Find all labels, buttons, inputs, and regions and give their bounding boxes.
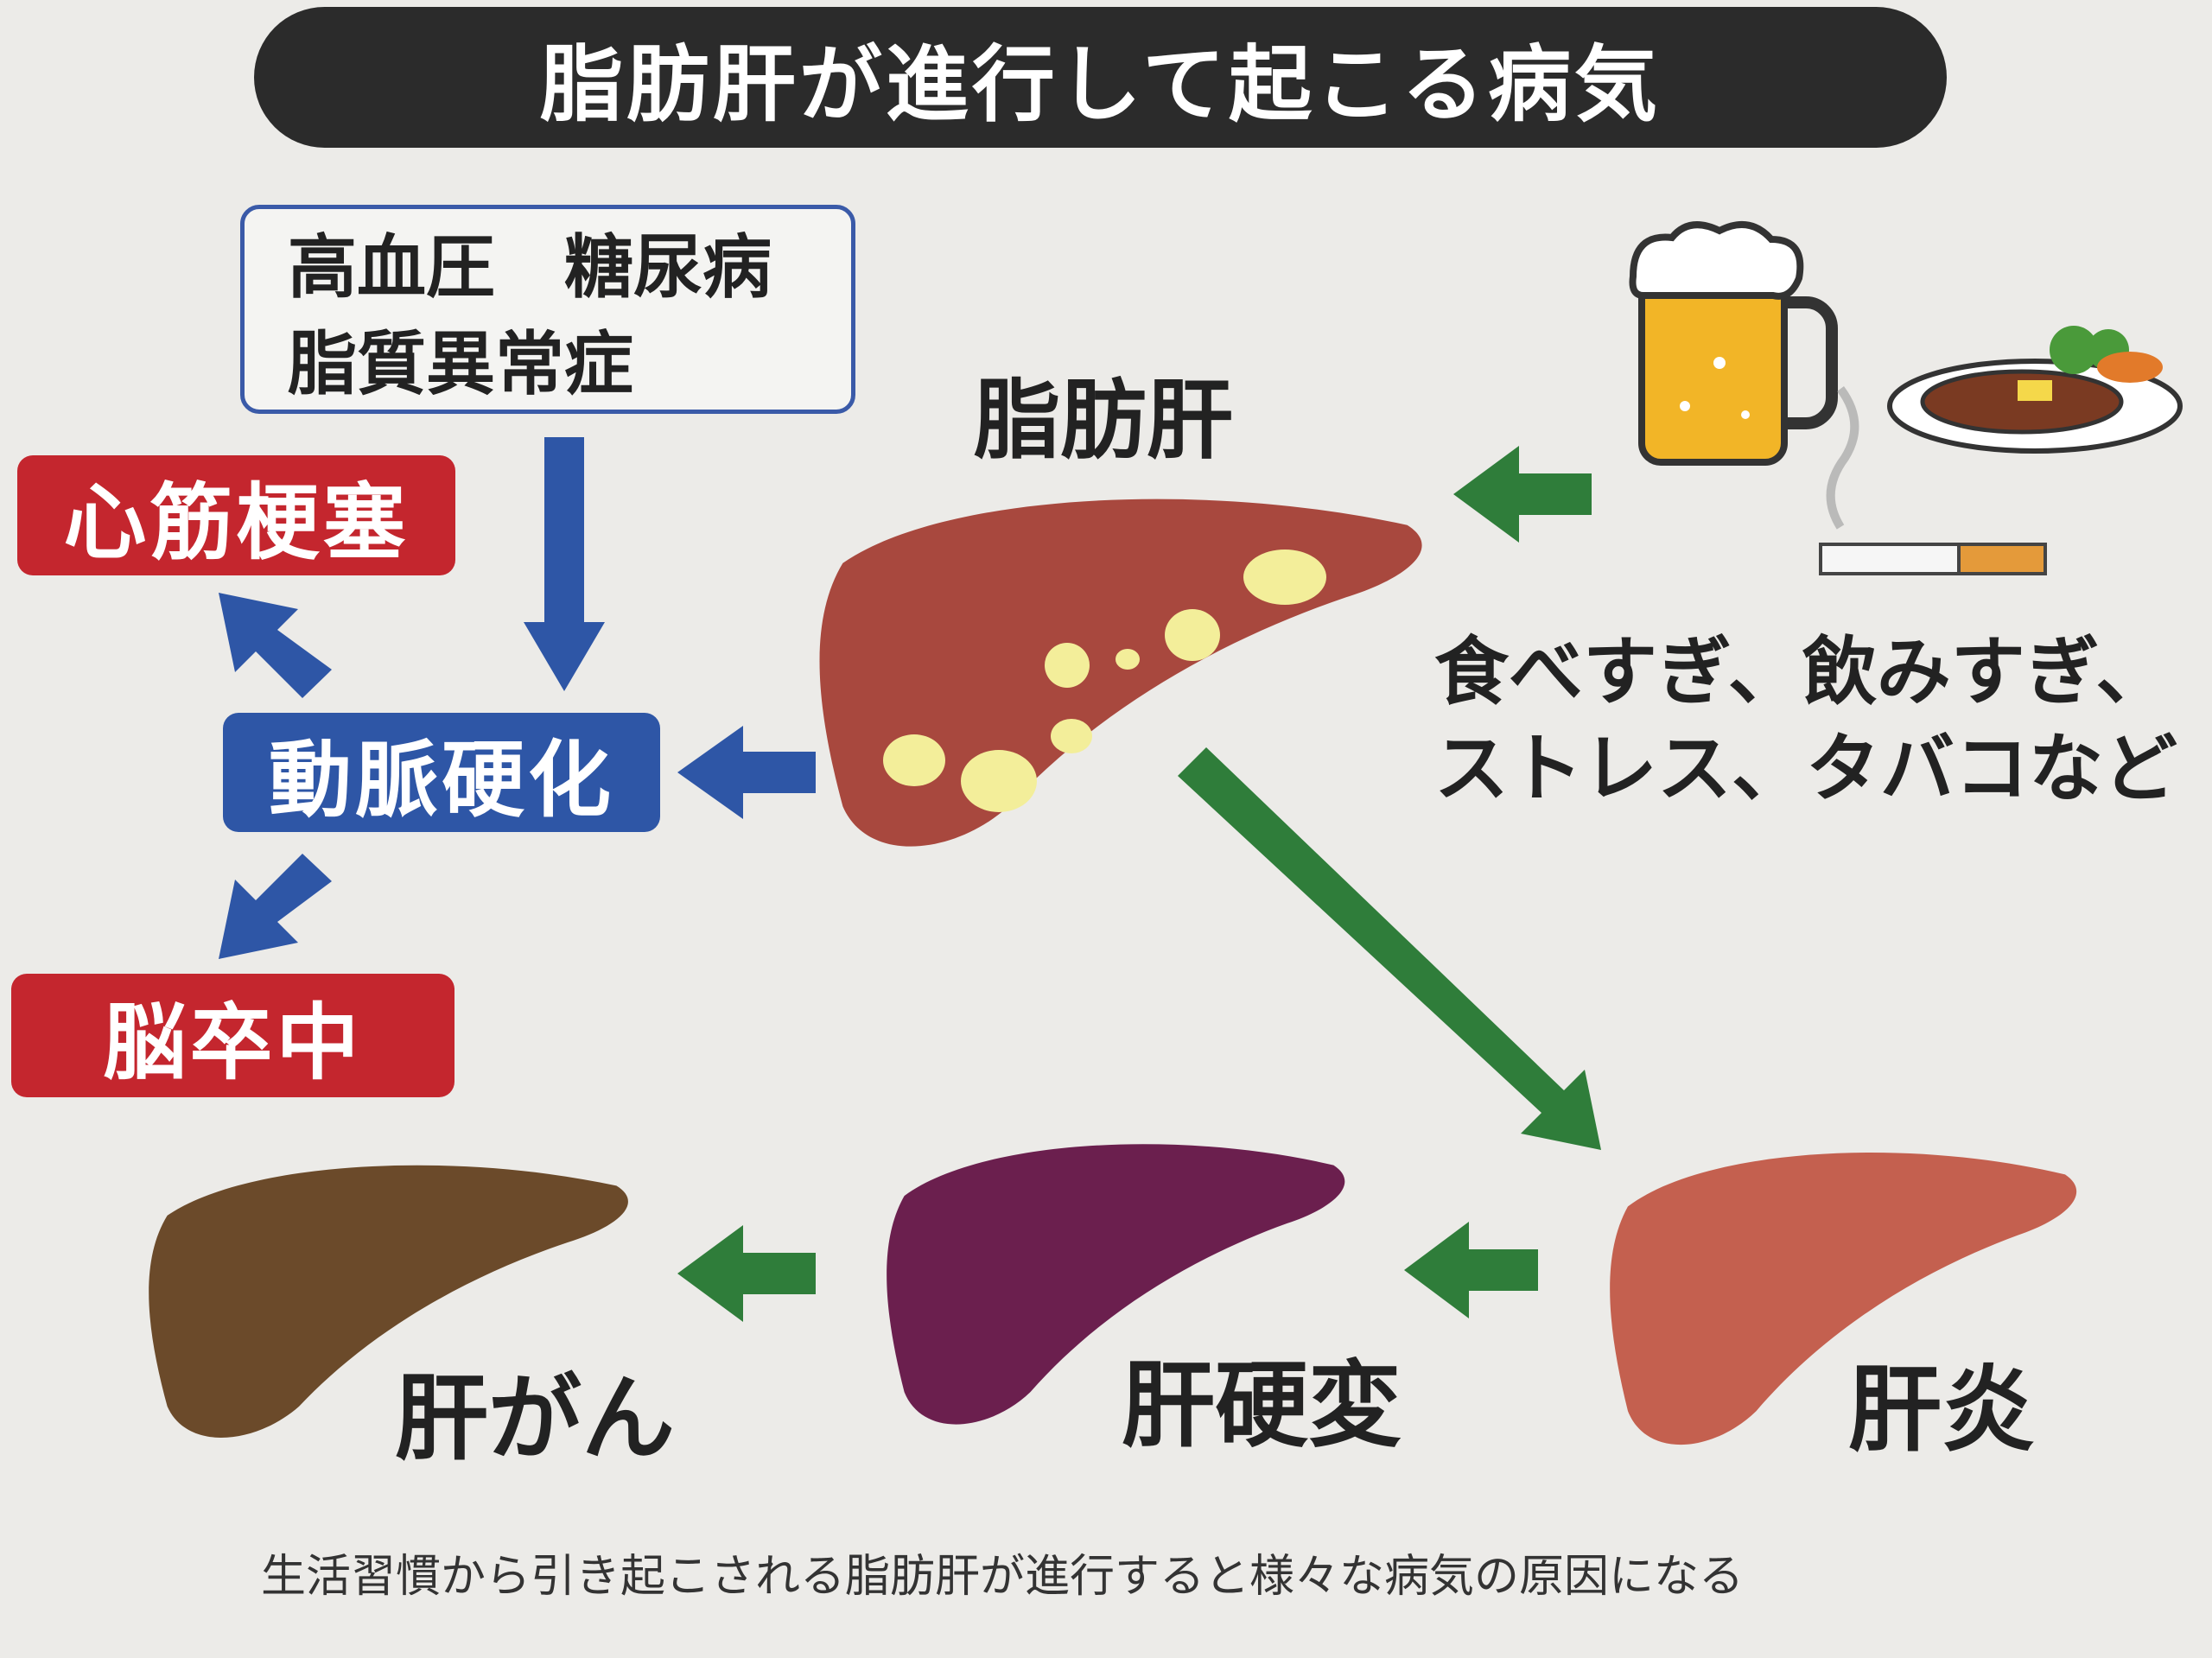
arrow-left-icon bbox=[677, 1225, 816, 1322]
hepatitis-label: 肝炎 bbox=[1848, 1356, 2036, 1464]
risk-factors-line-1: 高血圧 糖尿病 bbox=[288, 227, 772, 308]
caption: 生活習慣から引き起こされる脂肪肝が進行すると様々な病気の原因になる bbox=[261, 1551, 1745, 1603]
steak-plate-icon bbox=[1887, 326, 2183, 454]
arrow-down-icon bbox=[524, 437, 605, 691]
arrow-left-icon bbox=[1404, 1222, 1538, 1318]
arrow-left-icon bbox=[1453, 446, 1592, 543]
fat-deposits bbox=[883, 549, 1326, 812]
causes-line-2: ストレス、タバコなど bbox=[1434, 726, 2177, 812]
arrow-down-left-icon bbox=[219, 854, 332, 959]
arteriosclerosis-tag: 動脈硬化 bbox=[223, 713, 660, 832]
fatty-liver-label: 脂肪肝 bbox=[974, 370, 1233, 471]
page-title: 脂肪肝が進行して起こる病気 bbox=[254, 7, 1947, 148]
arrow-diagonal-icon bbox=[1178, 747, 1601, 1150]
causes-text: 食べすぎ、飲みすぎ、 ストレス、タバコなど bbox=[1434, 624, 2177, 817]
cigarette-icon bbox=[1819, 386, 2047, 575]
risk-factors-box: 高血圧 糖尿病 脂質異常症 bbox=[240, 205, 855, 414]
stroke-tag: 脳卒中 bbox=[11, 974, 454, 1097]
risk-factors-line-2: 脂質異常症 bbox=[288, 324, 633, 404]
heart-attack-tag: 心筋梗塞 bbox=[17, 455, 455, 575]
liver-cancer-label: 肝がん bbox=[395, 1365, 676, 1473]
cirrhosis-label: 肝硬変 bbox=[1122, 1352, 1402, 1460]
beer-mug-icon bbox=[1629, 221, 1838, 466]
fatty-liver-illustration bbox=[819, 499, 1422, 847]
arrow-left-icon bbox=[677, 726, 816, 819]
causes-line-1: 食べすぎ、飲みすぎ、 bbox=[1434, 629, 2171, 715]
arrow-up-left-icon bbox=[219, 593, 332, 698]
